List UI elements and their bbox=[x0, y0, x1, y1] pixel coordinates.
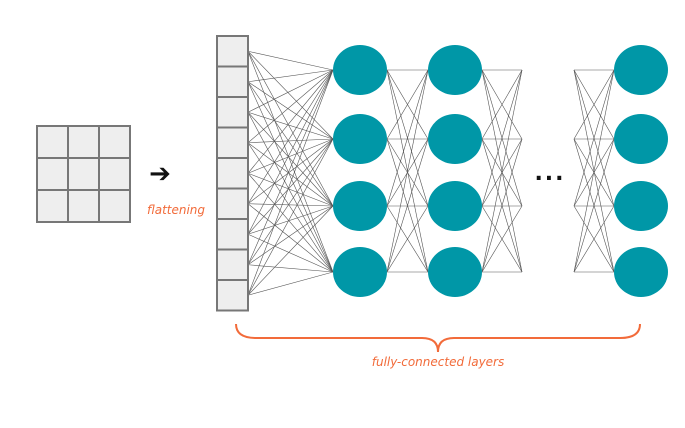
neuron-node bbox=[428, 114, 482, 164]
connection-line bbox=[573, 69, 615, 140]
grid-cell bbox=[98, 157, 131, 191]
grid-cell bbox=[98, 125, 131, 159]
connection-line bbox=[247, 81, 334, 273]
connection-line bbox=[247, 69, 334, 265]
connection-line bbox=[247, 138, 334, 265]
connection-line bbox=[247, 205, 334, 265]
connection-line bbox=[247, 205, 334, 235]
connection-line bbox=[573, 69, 615, 207]
connection-line bbox=[573, 138, 615, 273]
connection-line bbox=[481, 138, 523, 273]
connection-line bbox=[247, 138, 334, 204]
neuron-node bbox=[614, 181, 668, 231]
connection-line bbox=[247, 69, 334, 143]
connection-line bbox=[247, 205, 334, 296]
connection-line bbox=[247, 111, 334, 140]
flattened-cell bbox=[216, 187, 249, 220]
connection-line bbox=[247, 69, 334, 296]
neuron-node bbox=[333, 45, 387, 95]
connection-line bbox=[573, 205, 615, 273]
connection-line bbox=[247, 69, 334, 113]
connection-line bbox=[247, 51, 334, 140]
flattened-cell bbox=[216, 126, 249, 159]
connection-line bbox=[386, 69, 429, 140]
flattened-cell bbox=[216, 96, 249, 129]
connection-line bbox=[386, 69, 429, 273]
connection-line bbox=[247, 264, 334, 273]
flattened-cell bbox=[216, 157, 249, 190]
connection-line bbox=[247, 69, 334, 204]
connection-line bbox=[247, 112, 334, 273]
connection-line bbox=[247, 69, 334, 235]
connection-line bbox=[247, 69, 334, 83]
fully-connected-label: fully-connected layers bbox=[372, 355, 505, 369]
ellipsis-icon: ... bbox=[534, 161, 565, 186]
connection-line bbox=[247, 112, 334, 207]
grid-cell bbox=[98, 189, 131, 223]
connection-line bbox=[247, 203, 334, 273]
connection-line bbox=[481, 69, 523, 207]
grid-cell bbox=[36, 189, 69, 223]
connection-line bbox=[247, 138, 334, 235]
flattened-cell bbox=[216, 279, 249, 312]
connection-line bbox=[247, 271, 334, 296]
connection-line bbox=[386, 138, 429, 273]
grid-cell bbox=[67, 125, 100, 159]
neuron-node bbox=[428, 247, 482, 297]
neuron-node bbox=[614, 45, 668, 95]
connection-line bbox=[247, 203, 334, 207]
neuron-node bbox=[428, 181, 482, 231]
connection-line bbox=[481, 205, 523, 273]
flattened-cell bbox=[216, 35, 249, 68]
input-grid bbox=[36, 125, 131, 223]
flattening-label: flattening bbox=[147, 203, 205, 217]
neuron-node bbox=[614, 247, 668, 297]
connection-line bbox=[247, 51, 334, 207]
connection-line bbox=[247, 51, 334, 273]
neuron-node bbox=[333, 247, 387, 297]
neuron-node bbox=[333, 181, 387, 231]
flattened-vector bbox=[216, 35, 249, 312]
connection-line bbox=[247, 138, 334, 144]
connection-line bbox=[481, 69, 523, 140]
grid-cell bbox=[36, 125, 69, 159]
connection-line bbox=[481, 69, 523, 273]
connection-line bbox=[247, 233, 334, 273]
connection-line bbox=[247, 69, 334, 174]
connection-line bbox=[386, 69, 429, 207]
connection-line bbox=[247, 142, 334, 207]
flattened-cell bbox=[216, 65, 249, 98]
arrow-right-icon: ➔ bbox=[149, 159, 171, 189]
connection-line bbox=[247, 81, 334, 207]
connection-line bbox=[573, 69, 615, 273]
connection-line bbox=[247, 172, 334, 207]
connection-line bbox=[247, 173, 334, 273]
grid-cell bbox=[36, 157, 69, 191]
neuron-node bbox=[428, 45, 482, 95]
curly-brace-icon bbox=[235, 323, 641, 353]
connection-line bbox=[247, 138, 334, 174]
connection-line bbox=[247, 138, 334, 296]
grid-cell bbox=[67, 189, 100, 223]
connection-line bbox=[386, 205, 429, 273]
connection-line bbox=[247, 142, 334, 273]
flattened-cell bbox=[216, 248, 249, 281]
connection-line bbox=[247, 81, 334, 140]
connection-lines bbox=[247, 50, 615, 296]
flattened-cell bbox=[216, 218, 249, 251]
connection-line bbox=[247, 50, 334, 71]
neuron-node bbox=[333, 114, 387, 164]
neuron-node bbox=[614, 114, 668, 164]
grid-cell bbox=[67, 157, 100, 191]
neuron-layers bbox=[333, 45, 668, 297]
